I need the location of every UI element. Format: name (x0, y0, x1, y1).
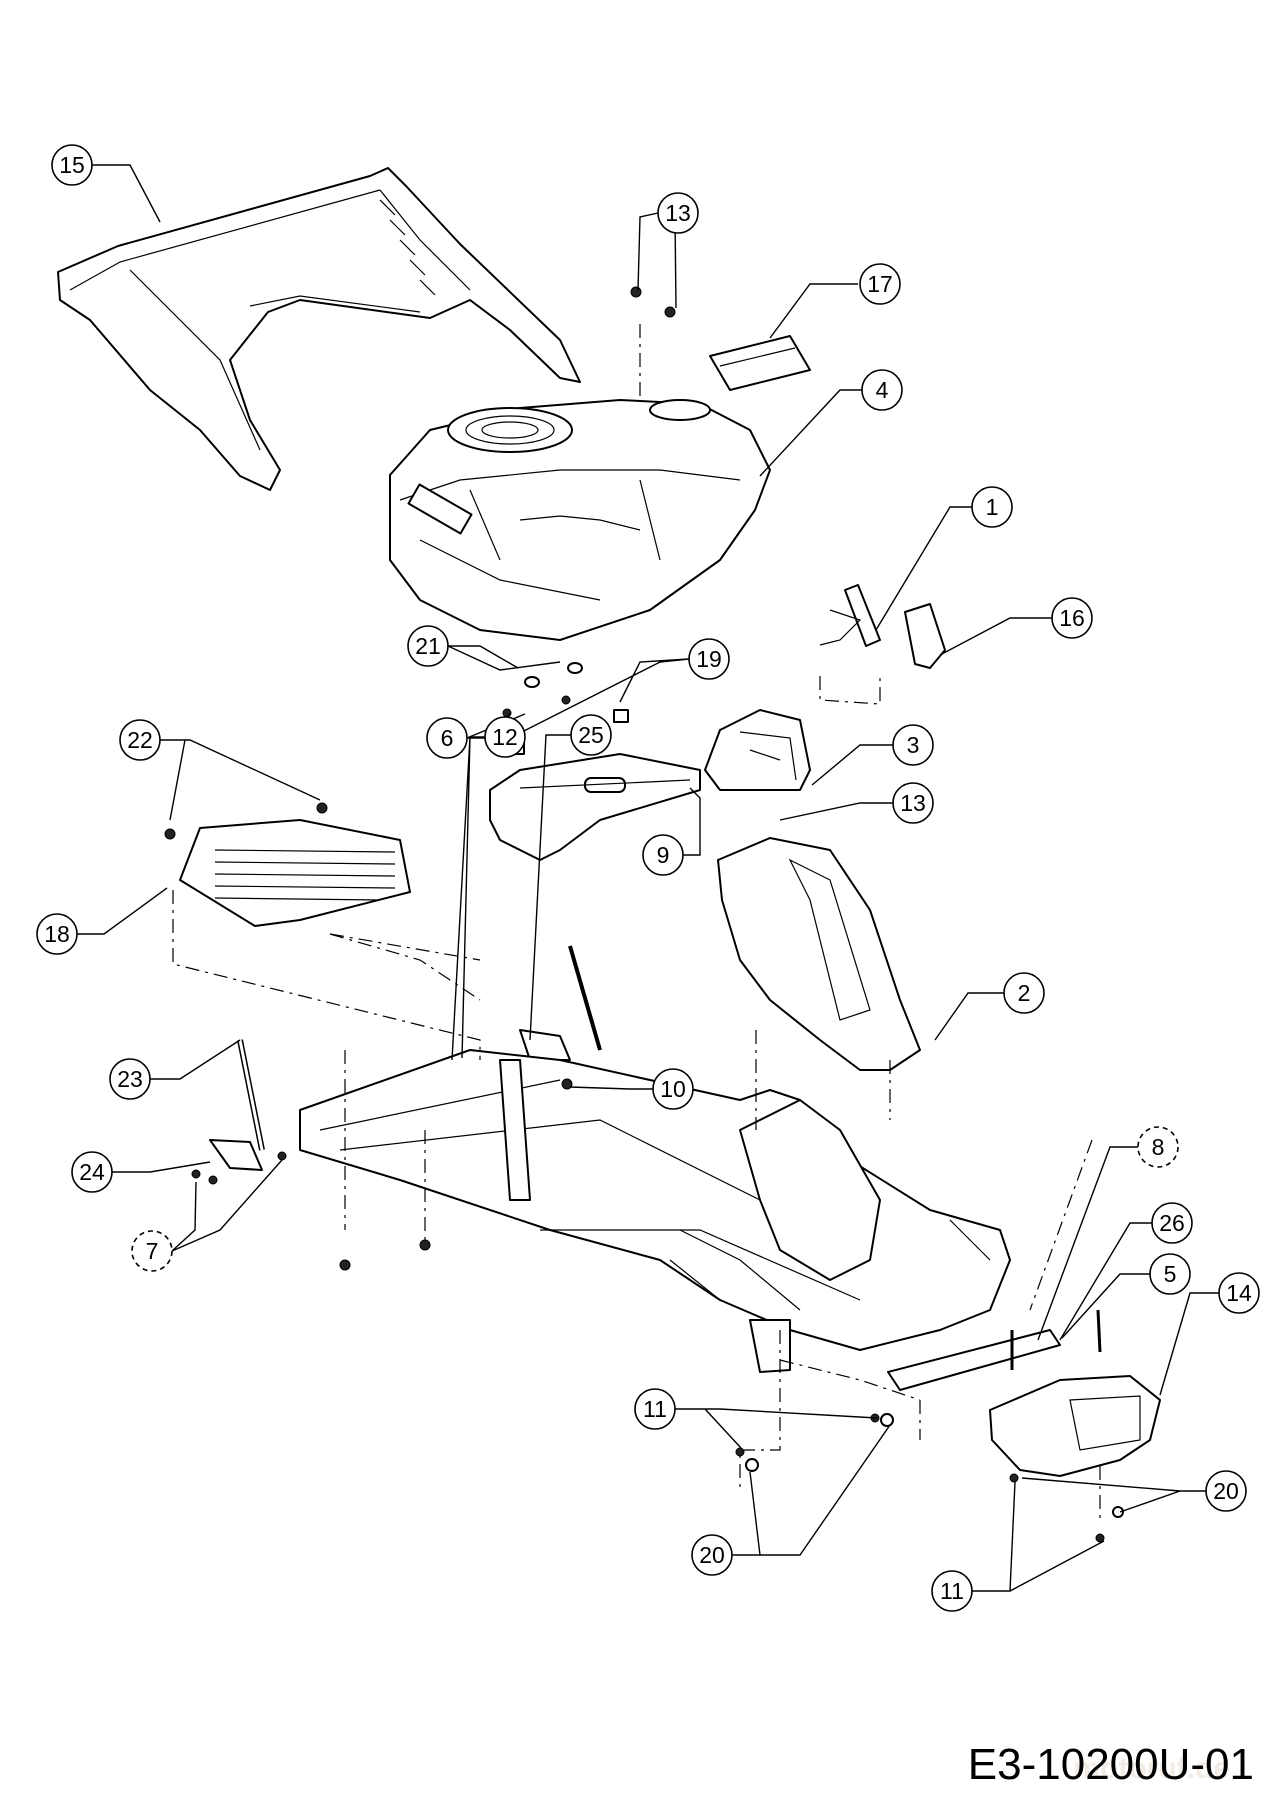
svg-text:18: 18 (44, 921, 70, 947)
callout-18: 18 (36, 913, 78, 955)
callout-2: 2 (1003, 972, 1045, 1014)
callout-19: 19 (688, 638, 730, 680)
watermark-text: motoruf.de (1073, 1752, 1230, 1785)
svg-text:5: 5 (1164, 1261, 1177, 1287)
callout-14: 14 (1218, 1272, 1260, 1314)
svg-text:15: 15 (59, 152, 85, 178)
svg-text:13: 13 (665, 200, 691, 226)
svg-text:24: 24 (79, 1159, 105, 1185)
callout-15: 15 (51, 144, 93, 186)
callout-5: 5 (1149, 1253, 1191, 1295)
part-16-knob (904, 603, 946, 669)
callout-22: 22 (119, 719, 161, 761)
part-4-main-body (389, 399, 771, 641)
part-18-grille (179, 819, 411, 927)
callout-10: 10 (652, 1068, 694, 1110)
svg-text:12: 12 (492, 724, 518, 750)
callout-25: 25 (570, 714, 612, 756)
part-23-rod (237, 1039, 265, 1151)
svg-text:23: 23 (117, 1066, 143, 1092)
svg-text:10: 10 (660, 1076, 686, 1102)
fasteners (164, 286, 1124, 1543)
assembly-guidelines (172, 324, 1101, 1520)
svg-text:26: 26 (1159, 1210, 1185, 1236)
svg-text:20: 20 (699, 1542, 725, 1568)
svg-text:2: 2 (1018, 980, 1031, 1006)
svg-text:25: 25 (578, 722, 604, 748)
callout-8: 8 (1137, 1126, 1179, 1168)
part-9-plate (489, 753, 701, 861)
svg-text:13: 13 (900, 790, 926, 816)
svg-text:6: 6 (441, 725, 454, 751)
svg-text:16: 16 (1059, 605, 1085, 631)
callout-11-left: 11 (634, 1388, 676, 1430)
svg-text:20: 20 (1213, 1478, 1239, 1504)
svg-text:3: 3 (907, 732, 920, 758)
svg-text:22: 22 (127, 727, 153, 753)
svg-text:11: 11 (940, 1578, 964, 1604)
svg-text:9: 9 (657, 842, 670, 868)
svg-text:11: 11 (643, 1396, 667, 1422)
callout-26: 26 (1151, 1202, 1193, 1244)
callout-11-right: 11 (931, 1570, 973, 1612)
callout-6: 6 (426, 717, 468, 759)
part-14-rear-housing (989, 1375, 1161, 1477)
callout-23: 23 (109, 1058, 151, 1100)
part-24-bracket (209, 1139, 263, 1171)
callout-13-mid: 13 (892, 782, 934, 824)
callout-17: 17 (859, 263, 901, 305)
figure-code: E3-10200U-01 (967, 1740, 1254, 1789)
part-26-bar (887, 1309, 1102, 1391)
part-3-dash-housing (704, 709, 811, 791)
leader-lines (77, 164, 1219, 1592)
callout-21: 21 (407, 625, 449, 667)
callout-13-top: 13 (657, 192, 699, 234)
part-25-bracket (519, 945, 602, 1061)
callout-20-left: 20 (691, 1534, 733, 1576)
callout-9: 9 (642, 834, 684, 876)
svg-text:21: 21 (415, 633, 441, 659)
callout-20-right: 20 (1205, 1470, 1247, 1512)
callout-12: 12 (484, 716, 526, 758)
part-2-column-cover (717, 837, 921, 1071)
svg-text:14: 14 (1226, 1280, 1252, 1306)
part-15-fender-shroud (57, 167, 581, 491)
svg-text:1: 1 (986, 494, 999, 520)
callout-24: 24 (71, 1151, 113, 1193)
callout-1: 1 (971, 486, 1013, 528)
callout-7: 7 (131, 1230, 173, 1272)
svg-text:4: 4 (876, 377, 889, 403)
svg-text:17: 17 (867, 271, 893, 297)
svg-text:19: 19 (696, 646, 722, 672)
callout-3: 3 (892, 724, 934, 766)
callout-4: 4 (861, 369, 903, 411)
part-1-switch (819, 584, 881, 647)
svg-text:8: 8 (1152, 1134, 1165, 1160)
callout-16: 16 (1051, 597, 1093, 639)
svg-text:7: 7 (146, 1238, 159, 1264)
part-17-cover (709, 335, 811, 391)
